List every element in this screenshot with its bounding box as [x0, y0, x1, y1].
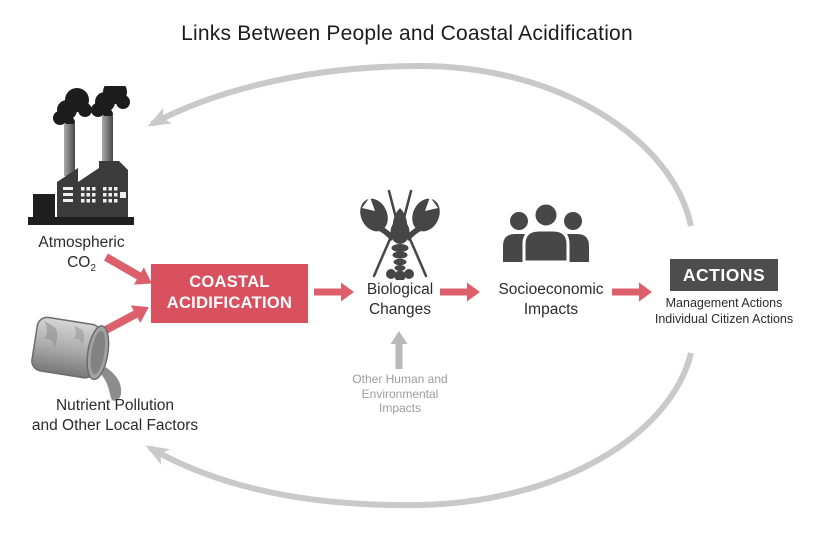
arrow-acidification-to-biological [314, 282, 354, 302]
pollution-barrel-icon [31, 316, 122, 401]
nutrient-pollution-line1: Nutrient Pollution [55, 397, 175, 414]
arrow-other-impacts-up [390, 331, 408, 369]
factory-icon [28, 86, 134, 225]
actions-sub-line2: Individual Citizen Actions [654, 311, 794, 326]
arrow-co2-to-acidification [104, 253, 152, 285]
coastal-acidification-box: COASTAL ACIDIFICATION [151, 264, 308, 323]
socioeconomic-impacts-line2: Impacts [523, 301, 579, 318]
diagram-title: Links Between People and Coastal Acidifi… [181, 22, 633, 45]
nutrient-pollution-line2: and Other Local Factors [31, 417, 199, 434]
nutrient-pollution-label: Nutrient Pollution and Other Local Facto… [15, 396, 215, 436]
other-impacts-label: Other Human and Environmental Impacts [338, 372, 462, 416]
arrow-socioeconomic-to-actions [612, 282, 652, 302]
arrow-biological-to-socioeconomic [440, 282, 480, 302]
coastal-acidification-line2: ACIDIFICATION [166, 294, 293, 312]
biological-changes-line2: Changes [368, 301, 432, 318]
arrow-nutrient-to-acidification [100, 305, 149, 336]
biological-changes-label: Biological Changes [340, 280, 460, 320]
actions-sub-line1: Management Actions [665, 296, 783, 310]
biological-changes-line1: Biological [366, 281, 434, 298]
lobster-icon [360, 189, 440, 280]
feedback-arc-top [147, 62, 694, 227]
atmospheric-co2-line2: CO2 [67, 254, 96, 275]
socioeconomic-impacts-label: Socioeconomic Impacts [486, 280, 616, 320]
pour-stream [100, 366, 122, 401]
other-impacts-line1: Other Human and [352, 372, 448, 386]
actions-box: ACTIONS [670, 259, 778, 291]
other-impacts-line3: Impacts [378, 401, 421, 415]
feedback-arc-bottom [145, 352, 694, 509]
actions-sub-label: Management Actions Individual Citizen Ac… [640, 296, 808, 327]
people-group-icon [503, 202, 589, 262]
atmospheric-co2-line1: Atmospheric [38, 234, 125, 251]
atmospheric-co2-label: Atmospheric CO2 [19, 233, 144, 279]
other-impacts-line2: Environmental [361, 386, 439, 401]
socioeconomic-impacts-line1: Socioeconomic [498, 281, 604, 298]
coastal-acidification-line1: COASTAL [189, 273, 270, 291]
